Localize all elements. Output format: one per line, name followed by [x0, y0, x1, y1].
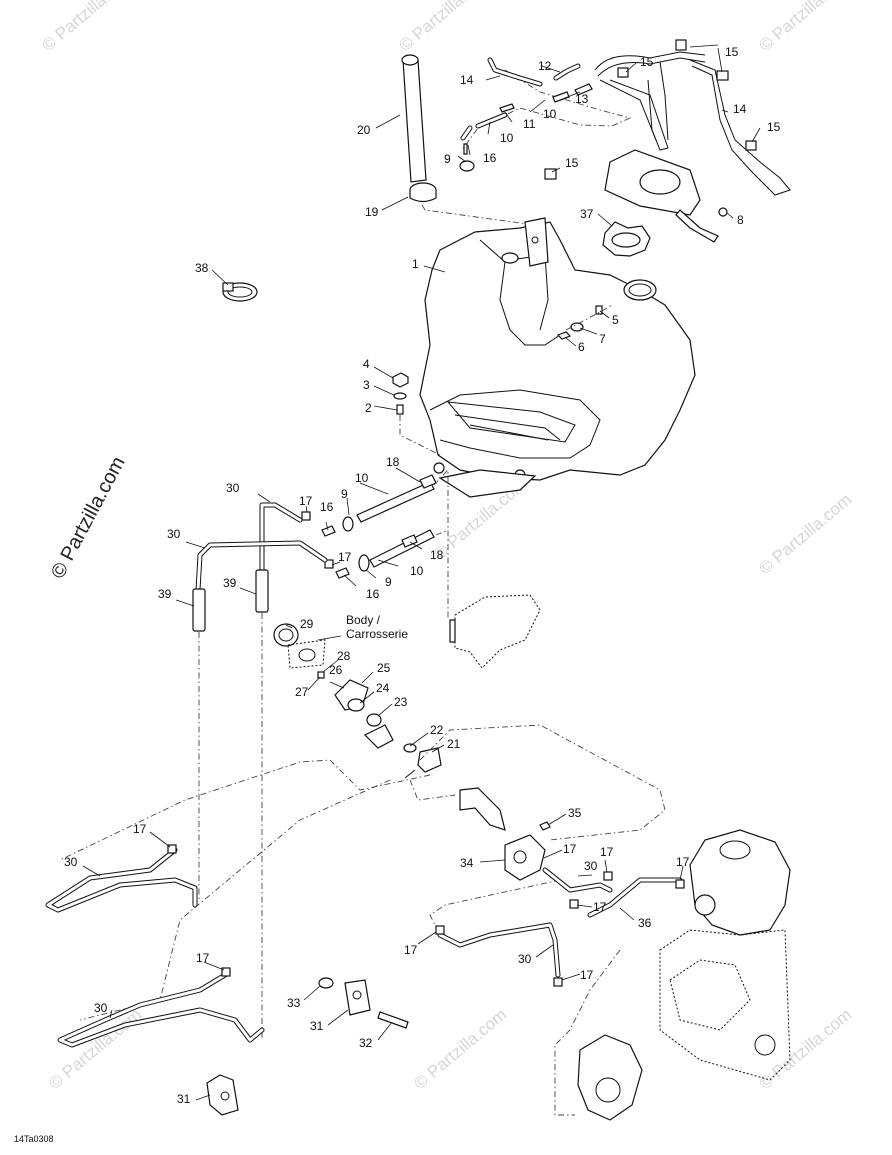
watermark-top-right: © Partzilla.com	[755, 0, 855, 55]
label-part-37: 37	[580, 207, 594, 221]
label-part-9-mid-lower: 9	[385, 575, 392, 589]
label-part-30-bottom-left: 30	[94, 1001, 108, 1015]
label-part-16-mid-upper: 16	[320, 500, 334, 514]
watermark-mid-right: © Partzilla.com	[755, 490, 855, 578]
label-part-33: 33	[287, 996, 301, 1010]
label-part-30-upper-left: 30	[167, 527, 181, 541]
label-part-22: 22	[430, 723, 444, 737]
label-part-13: 13	[575, 92, 589, 106]
label-part-17-lower-hose: 17	[404, 943, 418, 957]
label-part-15-top-right: 15	[725, 45, 739, 59]
body-label-line1: Body /	[346, 613, 381, 627]
label-part-29: 29	[300, 617, 314, 631]
label-part-1: 1	[412, 257, 419, 271]
label-part-28: 28	[337, 649, 351, 663]
label-part-38: 38	[195, 261, 209, 275]
middle-hose-group	[192, 468, 449, 1040]
label-part-9-top: 9	[444, 152, 451, 166]
label-part-10-top-right: 10	[543, 107, 557, 121]
label-part-34: 34	[460, 856, 474, 870]
label-part-36: 36	[638, 916, 652, 930]
label-part-10-mid-upper: 10	[355, 471, 369, 485]
part-labels: 1 2 3 4 5 6 7 8 9 9 9 10 10 10 10 11 12 …	[14, 45, 781, 1144]
label-part-39-right: 39	[223, 576, 237, 590]
engine	[659, 829, 791, 1081]
label-part-30-lower-mid: 30	[518, 952, 532, 966]
label-part-26: 26	[329, 663, 343, 677]
label-part-27: 27	[295, 685, 309, 699]
body-panel	[449, 594, 541, 669]
label-part-17-bottom-left: 17	[196, 951, 210, 965]
clamp	[222, 282, 258, 302]
label-part-31-mid: 31	[310, 1019, 324, 1033]
label-part-7: 7	[599, 332, 606, 346]
label-part-6: 6	[578, 340, 585, 354]
fuel-pump	[459, 787, 551, 881]
leader-lines	[82, 44, 761, 1101]
label-part-31-bottom: 31	[177, 1092, 191, 1106]
label-part-32: 32	[359, 1036, 373, 1050]
figure-code: 14Ta0308	[14, 1134, 54, 1144]
label-part-15-right: 15	[767, 120, 781, 134]
label-part-30-pump: 30	[584, 859, 598, 873]
label-part-3: 3	[363, 378, 370, 392]
tank-fasteners	[392, 304, 613, 456]
label-part-16-mid-lower: 16	[366, 587, 380, 601]
label-part-5: 5	[612, 313, 619, 327]
label-part-19: 19	[365, 205, 379, 219]
label-part-18-lower: 18	[430, 548, 444, 562]
fuel-tank	[419, 217, 696, 498]
label-part-12: 12	[538, 59, 552, 73]
label-part-39-left: 39	[158, 587, 172, 601]
label-part-35: 35	[568, 806, 582, 820]
vent-hose-group	[459, 39, 791, 243]
body-label-line2: Carrosserie	[346, 627, 408, 641]
dashed-routings	[59, 724, 666, 1116]
label-part-9-mid-upper: 9	[341, 487, 348, 501]
label-part-17-mid-upper: 17	[299, 494, 313, 508]
watermark-bottom-left: © Partzilla.com	[45, 1005, 145, 1093]
label-part-20: 20	[357, 123, 371, 137]
watermark-bottom-center: © Partzilla.com	[410, 1005, 510, 1093]
label-part-25: 25	[377, 661, 391, 675]
label-part-17-carb: 17	[580, 968, 594, 982]
label-part-16-top: 16	[483, 151, 497, 165]
lower-right-hoses	[435, 867, 685, 987]
mount-hardware	[206, 977, 409, 1116]
label-part-15-mid: 15	[565, 156, 579, 170]
label-part-17-pump: 17	[563, 842, 577, 856]
label-part-17-lower-mid: 17	[593, 900, 607, 914]
label-part-18-upper: 18	[386, 455, 400, 469]
label-part-17-pump-right: 17	[600, 845, 614, 859]
label-part-10-mid-lower: 10	[410, 564, 424, 578]
watermark-top-left: © Partzilla.com	[38, 0, 138, 55]
label-part-17-lower-left: 17	[133, 822, 147, 836]
label-part-17-engine: 17	[676, 855, 690, 869]
label-part-24: 24	[376, 681, 390, 695]
label-part-30-lower-left: 30	[64, 855, 78, 869]
label-part-23: 23	[394, 695, 408, 709]
label-part-14-right: 14	[733, 102, 747, 116]
label-part-30-upper-right: 30	[226, 481, 240, 495]
watermark-side: © Partzilla.com	[47, 453, 130, 582]
label-part-14-left: 14	[460, 73, 474, 87]
fuel-cap	[602, 221, 651, 257]
label-part-21: 21	[447, 737, 461, 751]
valve-stack	[273, 623, 442, 779]
watermark-top-center: © Partzilla.com	[395, 0, 495, 55]
label-part-10-top: 10	[500, 131, 514, 145]
carburetor	[577, 1034, 643, 1121]
label-part-17-mid-lower: 17	[338, 550, 352, 564]
label-part-8: 8	[737, 213, 744, 227]
label-part-11: 11	[523, 117, 536, 131]
lower-left-hoses	[45, 844, 265, 1048]
label-part-15-top: 15	[640, 55, 654, 69]
label-part-2: 2	[365, 401, 372, 415]
filler-neck-tube	[401, 54, 536, 245]
label-part-4: 4	[363, 357, 370, 371]
